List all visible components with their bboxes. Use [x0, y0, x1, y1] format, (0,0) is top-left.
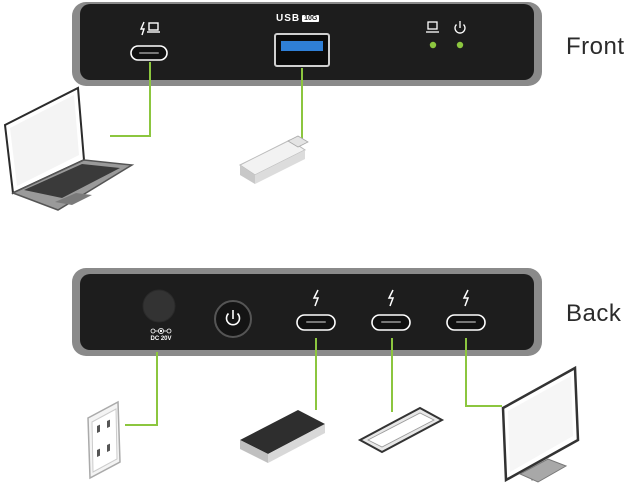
usb-label-text: USB	[276, 13, 301, 24]
thunderbolt-icon	[312, 289, 320, 307]
front-label: Front	[566, 33, 625, 60]
dc-power-jack	[142, 289, 176, 323]
outlet-connector-line	[125, 352, 158, 426]
dc-input-label: DC 20V	[150, 336, 172, 342]
usb-a-port	[274, 33, 330, 67]
usb-10g-label: USB 10G	[276, 13, 320, 24]
monitor	[501, 365, 580, 483]
wall-outlet	[87, 400, 121, 480]
power-status-led	[456, 41, 464, 49]
dc-polarity-icon	[150, 327, 172, 334]
back-thunderbolt-port-1	[296, 289, 336, 331]
thunderbolt-icon	[387, 289, 395, 307]
monitor-connector-line	[465, 338, 502, 407]
laptop-status-led	[429, 41, 437, 49]
usb-speed-badge: 10G	[302, 15, 320, 22]
back-panel	[72, 268, 542, 356]
laptop-led-icon	[426, 21, 439, 33]
power-led-icon	[454, 21, 466, 34]
laptop	[3, 86, 135, 211]
usb-flash-drive	[239, 135, 309, 184]
front-usb-c-port	[130, 45, 168, 61]
back-thunderbolt-port-3	[446, 289, 486, 331]
thunderbolt-laptop-icon	[139, 21, 160, 36]
power-button	[214, 300, 252, 338]
back-label: Back	[566, 300, 622, 327]
laptop-connector-line	[110, 62, 151, 137]
smartphone	[357, 406, 445, 454]
back-thunderbolt-port-2	[371, 289, 411, 331]
external-drive	[240, 410, 325, 463]
thunderbolt-icon	[462, 289, 470, 307]
